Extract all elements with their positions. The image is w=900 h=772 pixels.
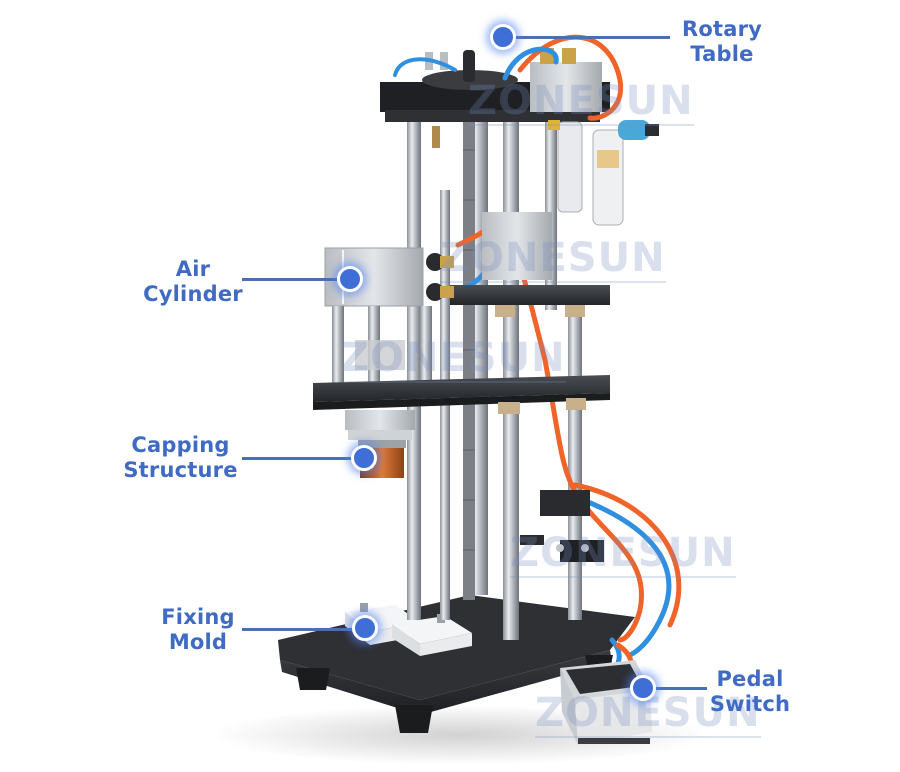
air-cylinder-label: Air Cylinder	[143, 257, 243, 306]
middle-plate	[313, 375, 610, 414]
pedal-switch-label: Pedal Switch	[709, 667, 791, 716]
rotary-table-assembly	[380, 48, 659, 226]
fixing-mold-label: Fixing Mold	[161, 605, 235, 654]
pedal-switch-leader-line	[645, 687, 707, 690]
air-cylinder-marker-icon	[337, 266, 363, 292]
capping-structure-label: Capping Structure	[123, 433, 238, 482]
valve-manifold	[520, 490, 604, 562]
fixing-mold-marker-icon	[352, 615, 378, 641]
air-cylinder-leader-line	[242, 278, 347, 281]
watermark: ZONESUN	[340, 335, 566, 383]
capping-structure-marker-icon	[351, 445, 377, 471]
watermark: ZONESUN	[440, 235, 666, 283]
rotary-table-leader-line	[505, 36, 670, 39]
pedal-switch-marker-icon	[630, 675, 656, 701]
rotary-table-marker-icon	[490, 24, 516, 50]
watermark: ZONESUN	[468, 78, 694, 126]
fixing-mold-leader-line	[242, 628, 364, 631]
pedal-switch	[560, 660, 652, 745]
watermark: ZONESUN	[510, 530, 736, 578]
upper-carriage	[450, 212, 610, 317]
rotary-table-label: Rotary Table	[681, 17, 763, 66]
capping-structure-leader-line	[242, 457, 362, 460]
